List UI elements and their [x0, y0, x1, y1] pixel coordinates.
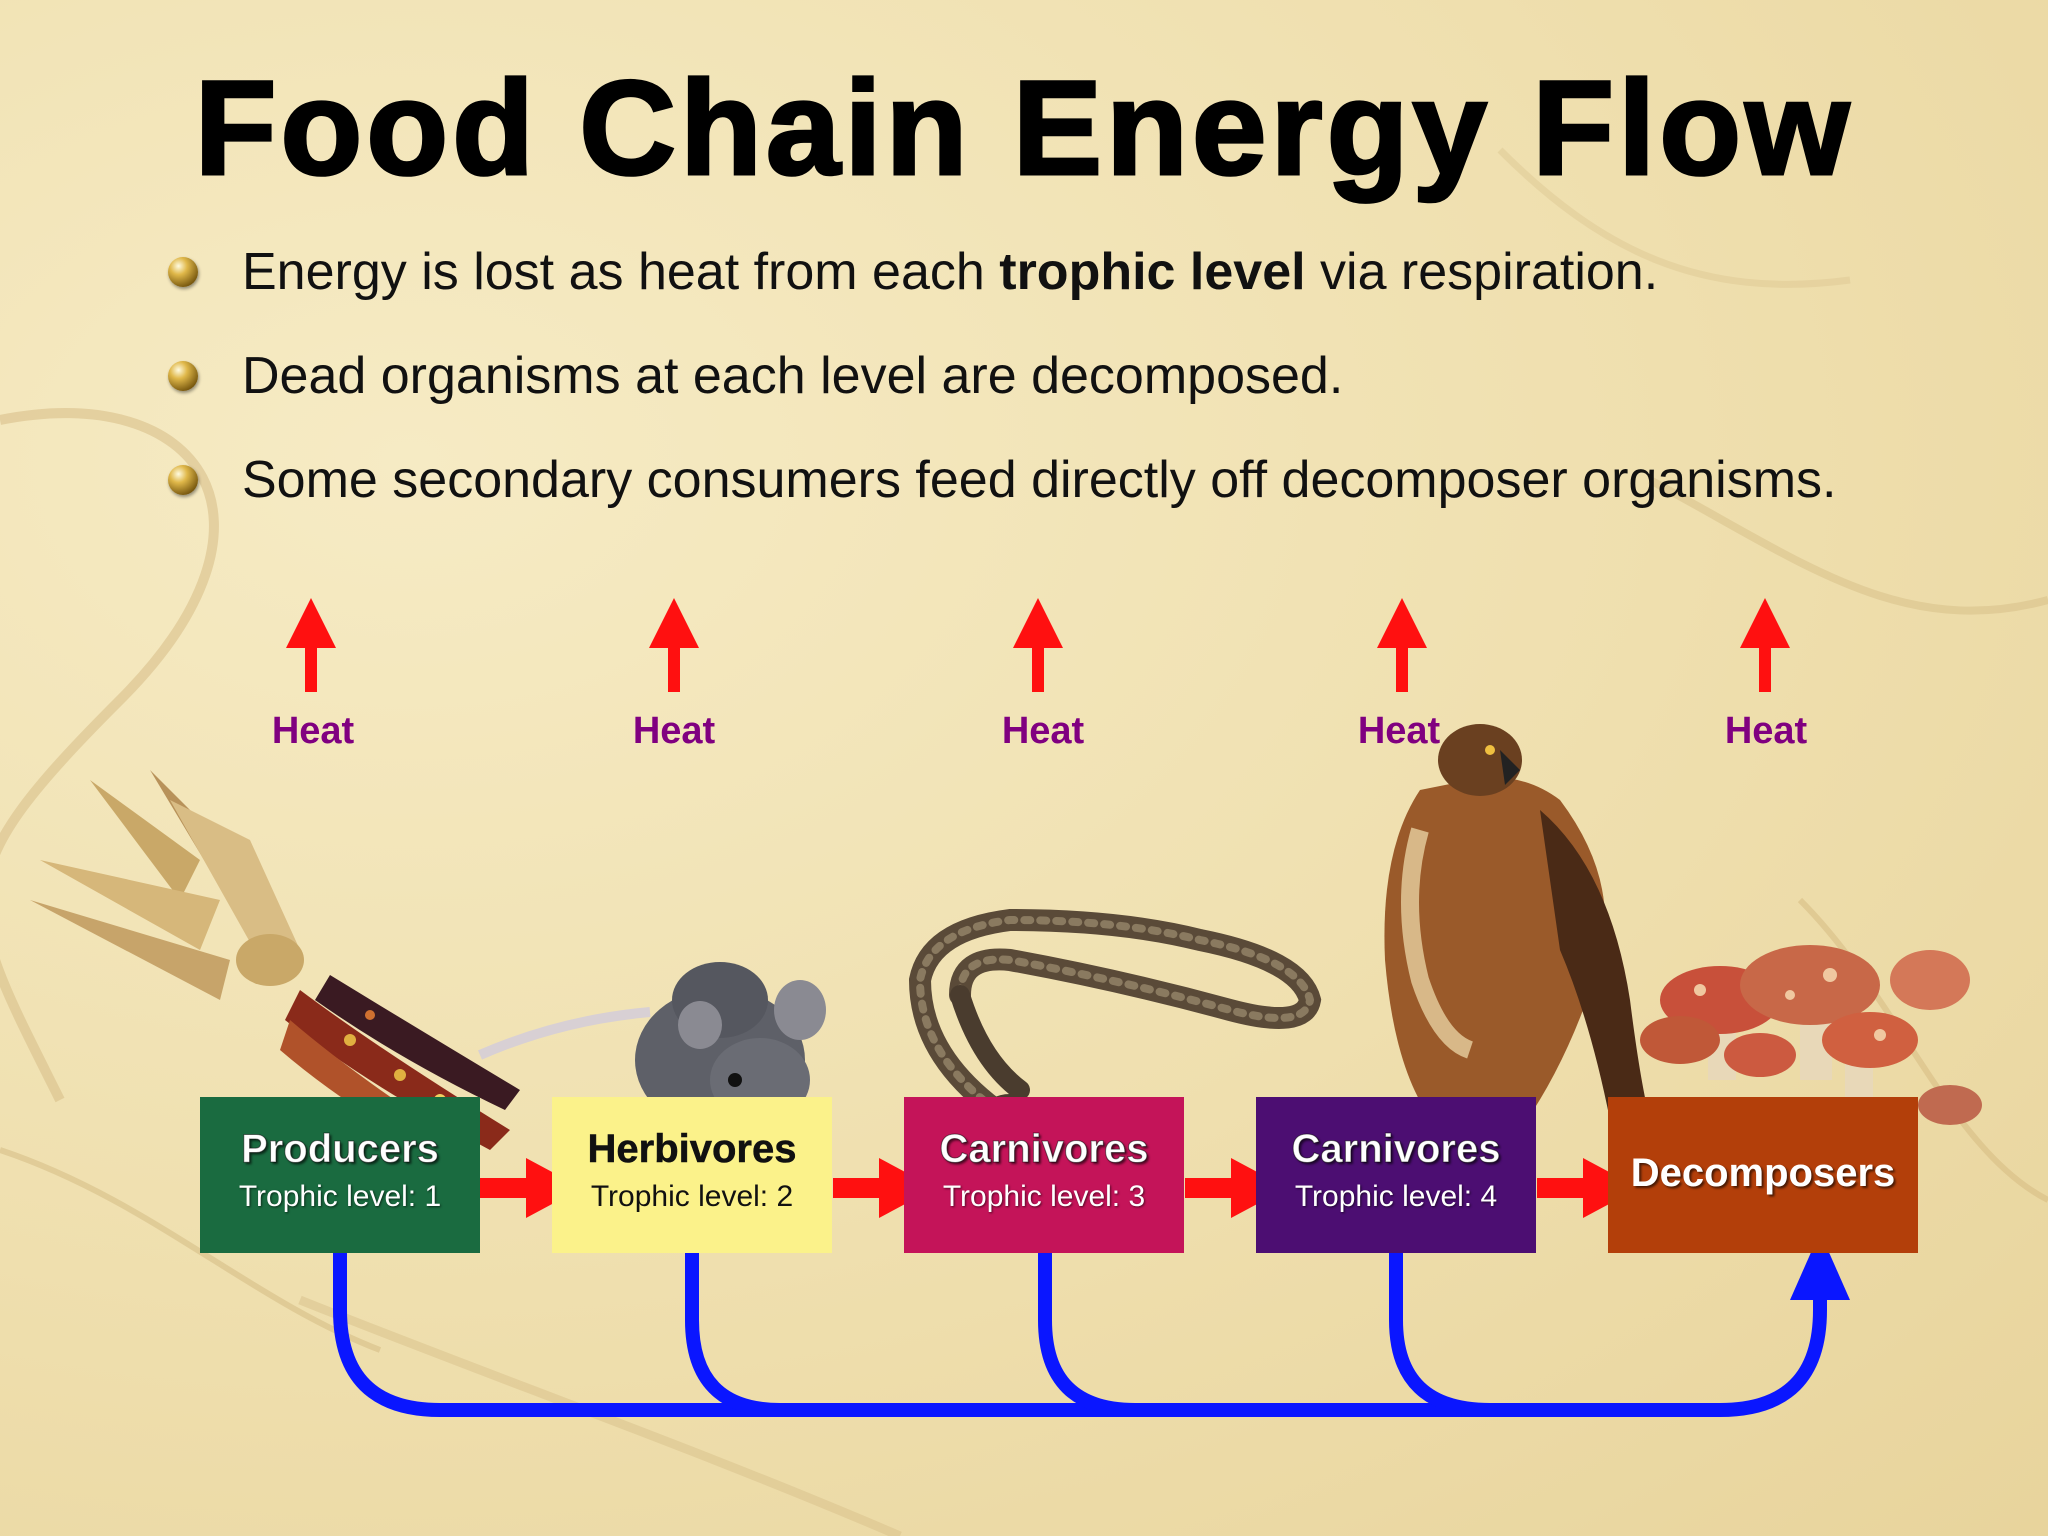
bullet-item-1: Energy is lost as heat from each trophic…: [168, 240, 1658, 304]
mushrooms-image: [1640, 945, 1982, 1125]
level-name: Producers: [241, 1127, 440, 1172]
trophic-level-text: Trophic level: 3: [942, 1180, 1146, 1213]
decomposition-arrows: [333, 1245, 1827, 1417]
bullet-text: Energy is lost as heat from each trophic…: [242, 243, 1659, 301]
heat-arrow-3: [1013, 598, 1063, 692]
heat-arrow-1: [286, 598, 336, 692]
heat-label-4: Heat: [1357, 710, 1441, 752]
heat-arrow-4: [1377, 598, 1427, 692]
heat-arrow-5: [1740, 598, 1790, 692]
heat-label-5: Heat: [1724, 710, 1808, 752]
heat-label-2: Heat: [632, 710, 716, 752]
bullet-item-2: Dead organisms at each level are decompo…: [168, 344, 1343, 408]
gold-bullet-icon: [168, 361, 198, 391]
level-name: Carnivores: [939, 1127, 1149, 1172]
level-name: Herbivores: [587, 1127, 797, 1172]
heat-label-3: Heat: [1001, 710, 1085, 752]
trophic-level-text: Trophic level: 2: [590, 1180, 794, 1213]
decay-path-3: [1038, 1245, 1142, 1417]
bold-term: trophic level: [999, 243, 1306, 301]
gold-bullet-icon: [168, 465, 198, 495]
page-title: Food Chain Energy Flow: [193, 53, 1854, 205]
decomposers-box: Decomposers: [1608, 1097, 1918, 1253]
carnivores-level3-box: Carnivores Trophic level: 3: [904, 1097, 1184, 1253]
heat-label-1: Heat: [271, 710, 355, 752]
hawk-image: [1384, 724, 1650, 1146]
herbivores-box: Herbivores Trophic level: 2: [552, 1097, 832, 1253]
decay-path-2: [685, 1245, 787, 1417]
bullet-item-3: Some secondary consumers feed directly o…: [168, 448, 1836, 512]
decay-path-1: [333, 1245, 1827, 1417]
decay-path-4: [1389, 1245, 1497, 1417]
level-name: Decomposers: [1630, 1151, 1896, 1195]
decay-arrowhead: [1790, 1232, 1850, 1300]
snake-image: [908, 908, 1322, 1131]
carnivores-level4-box: Carnivores Trophic level: 4: [1256, 1097, 1536, 1253]
heat-arrow-2: [649, 598, 699, 692]
gold-bullet-icon: [168, 257, 198, 287]
bullet-text: Dead organisms at each level are decompo…: [242, 347, 1344, 405]
trophic-level-text: Trophic level: 4: [1294, 1180, 1498, 1213]
trophic-level-text: Trophic level: 1: [238, 1180, 442, 1213]
level-name: Carnivores: [1291, 1127, 1501, 1172]
producers-box: Producers Trophic level: 1: [200, 1097, 480, 1253]
bullet-text: Some secondary consumers feed directly o…: [242, 451, 1837, 509]
